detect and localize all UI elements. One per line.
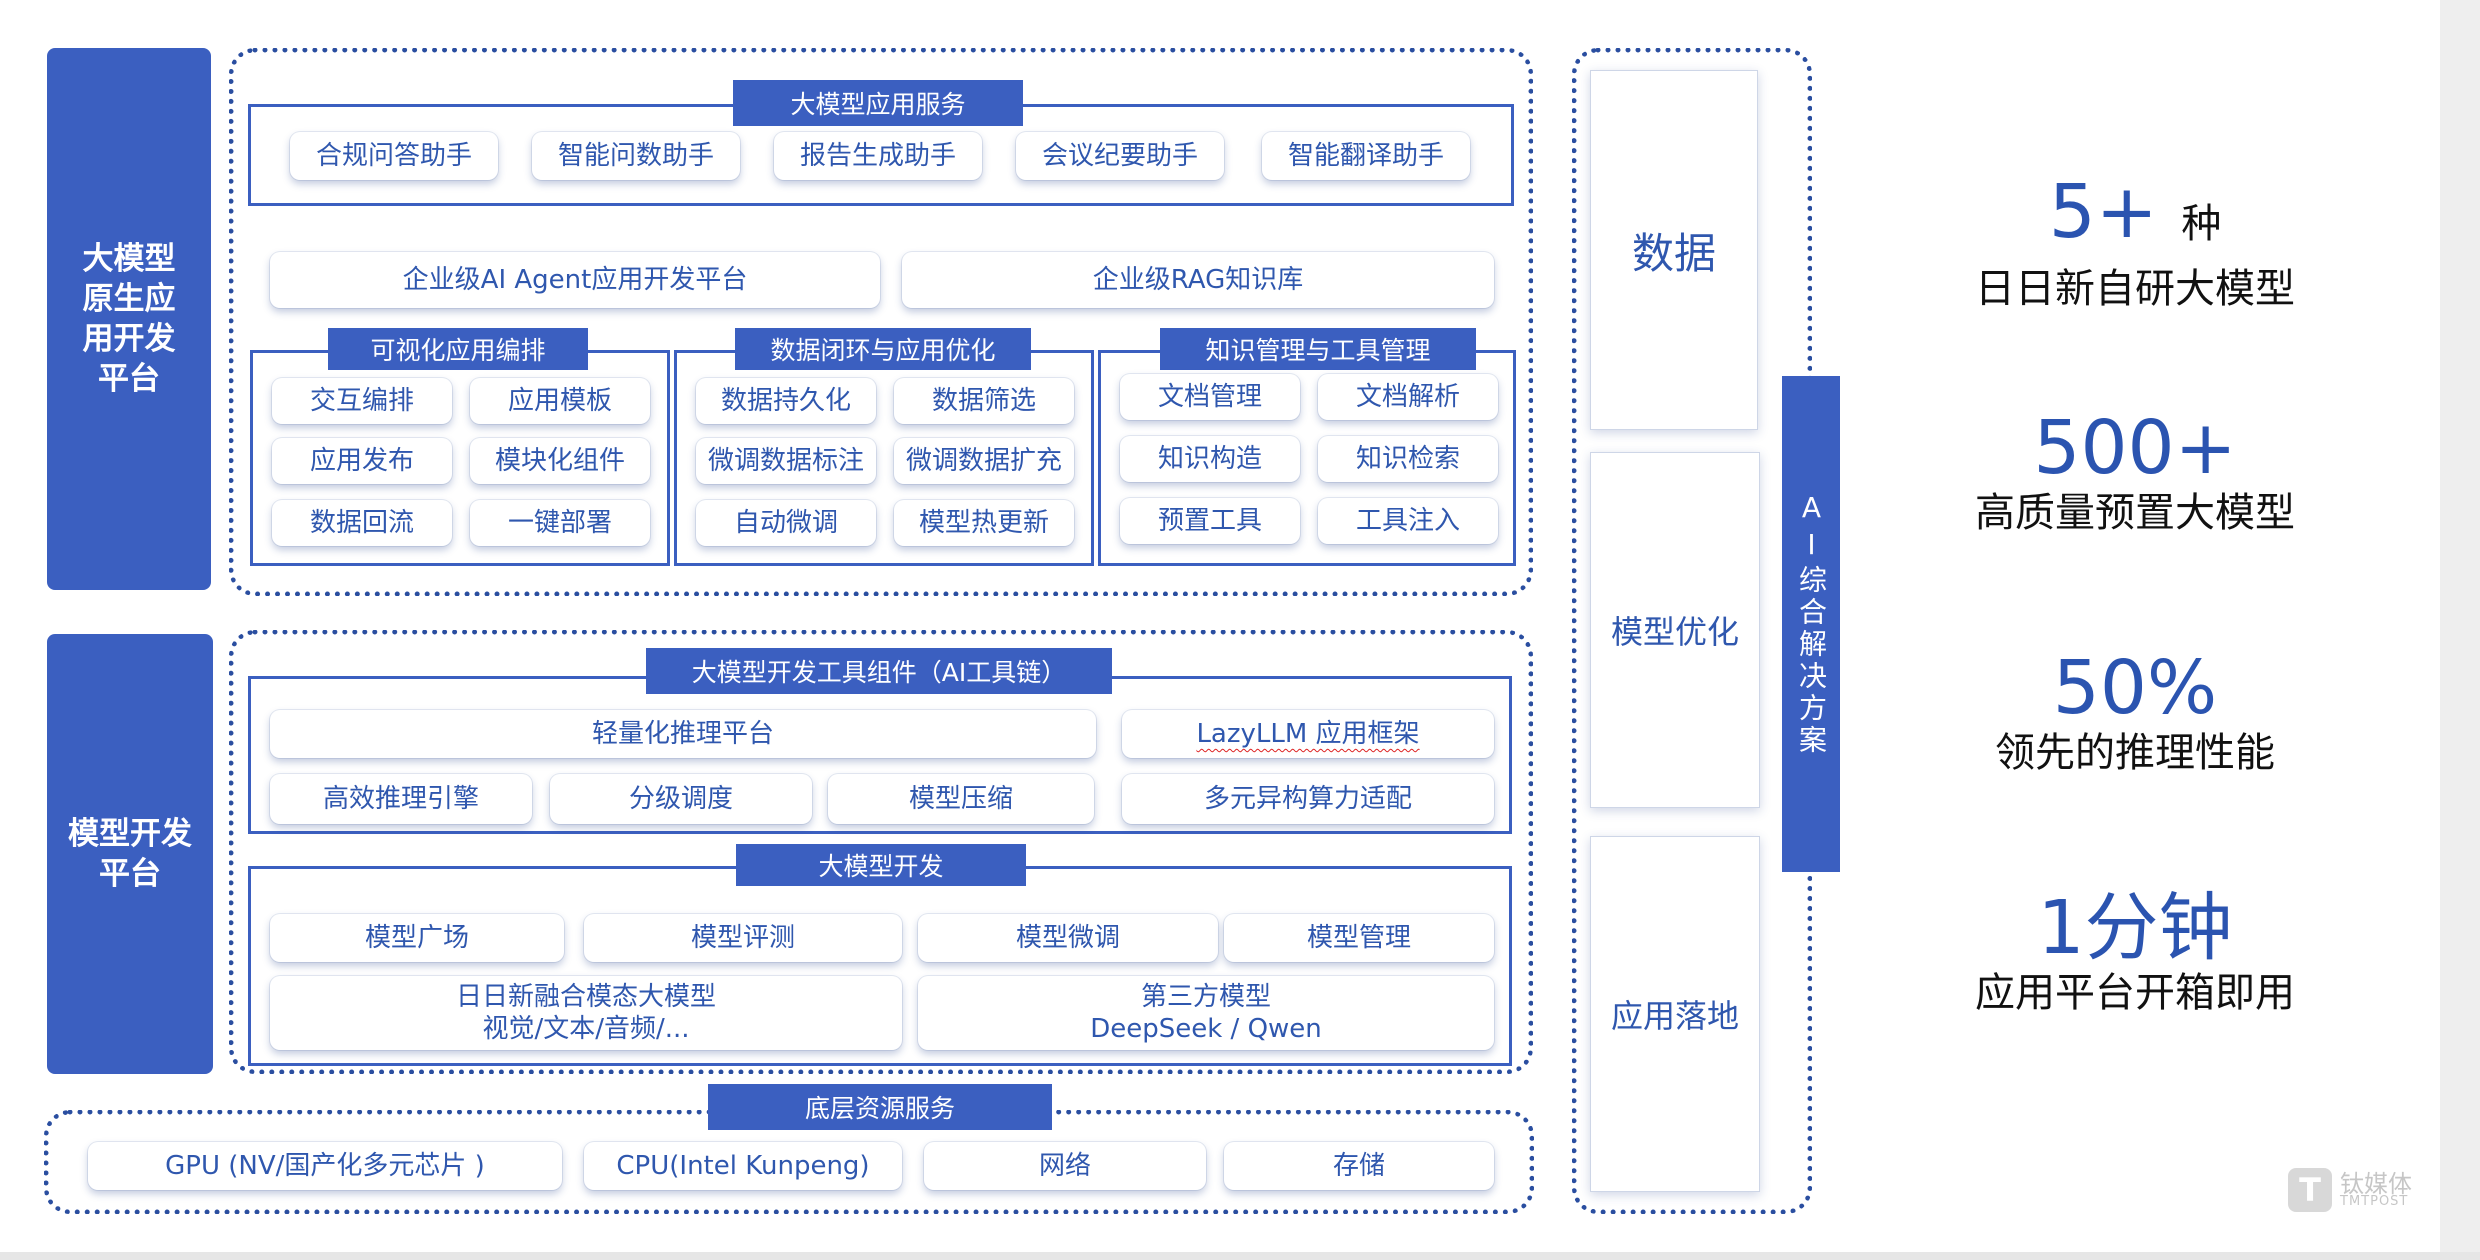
toolchain-item[interactable]: 多元异构算力适配 — [1122, 774, 1494, 824]
app-platform-region — [229, 48, 1533, 596]
stat-2: 500+ 高质量预置大模型 — [1900, 408, 2370, 538]
toolchain-item[interactable]: 高效推理引擎 — [270, 774, 532, 824]
stat-4: 1分钟 应用平台开箱即用 — [1900, 888, 2370, 1018]
data-card[interactable]: 数据 — [1590, 70, 1758, 430]
infra-item[interactable]: 存储 — [1224, 1142, 1494, 1190]
toolchain-item[interactable]: 模型压缩 — [828, 774, 1094, 824]
group-item[interactable]: 模型热更新 — [894, 500, 1074, 546]
model-dev-region — [229, 630, 1533, 1074]
group-item[interactable]: 工具注入 — [1318, 498, 1498, 544]
stat-2-value: 500+ — [2033, 405, 2237, 491]
watermark-logo-icon: T — [2288, 1168, 2332, 1212]
group-title-knowledge: 知识管理与工具管理 — [1160, 328, 1476, 370]
model-dev-title: 大模型开发 — [736, 844, 1026, 886]
group-title-visual: 可视化应用编排 — [328, 328, 588, 370]
stat-2-label: 高质量预置大模型 — [1975, 490, 2295, 536]
group-item[interactable]: 模块化组件 — [470, 438, 650, 484]
watermark-name: 钛媒体 — [2340, 1170, 2412, 1198]
toolchain-item[interactable]: LazyLLM 应用框架 — [1122, 710, 1494, 758]
stat-1-unit: 种 — [2181, 201, 2222, 247]
sensenova-model[interactable]: 日日新融合模态大模型 视觉/文本/音频/... — [270, 976, 902, 1050]
toolchain-item[interactable]: 分级调度 — [550, 774, 812, 824]
group-item[interactable]: 文档解析 — [1318, 374, 1498, 420]
infra-item[interactable]: 网络 — [924, 1142, 1206, 1190]
infra-item[interactable]: CPU(Intel Kunpeng) — [584, 1142, 902, 1190]
watermark-sub: TMTPOST — [2340, 1194, 2409, 1209]
app-service-item[interactable]: 智能翻译助手 — [1262, 132, 1470, 180]
group-item[interactable]: 预置工具 — [1120, 498, 1300, 544]
model-dev-platform-label: 模型开发平台 — [47, 634, 213, 1074]
toolchain-item[interactable]: 轻量化推理平台 — [270, 710, 1096, 758]
infra-item[interactable]: GPU (NV/国产化多元芯片 ) — [88, 1142, 562, 1190]
group-item[interactable]: 数据持久化 — [696, 378, 876, 424]
app-service-item[interactable]: 报告生成助手 — [774, 132, 982, 180]
page-edge — [2440, 0, 2480, 1260]
agent-platform[interactable]: 企业级AI Agent应用开发平台 — [270, 252, 880, 308]
page-bottom-edge — [0, 1252, 2480, 1260]
stat-1-label: 日日新自研大模型 — [1975, 266, 2295, 312]
native-app-platform-label: 大模型原生应用开发平台 — [47, 48, 211, 590]
group-item[interactable]: 微调数据标注 — [696, 438, 876, 484]
group-item[interactable]: 自动微调 — [696, 500, 876, 546]
stat-1: 5+ 种 日日新自研大模型 — [1900, 172, 2370, 314]
model-dev-item[interactable]: 模型评测 — [584, 914, 902, 962]
app-service-item[interactable]: 合规问答助手 — [290, 132, 498, 180]
infra-title: 底层资源服务 — [708, 1084, 1052, 1130]
ai-solution-label: AI综合解决方案 — [1782, 376, 1840, 872]
app-services-title: 大模型应用服务 — [733, 80, 1023, 126]
group-item[interactable]: 数据筛选 — [894, 378, 1074, 424]
sensenova-model-title: 日日新融合模态大模型 — [455, 982, 716, 1012]
third-party-model[interactable]: 第三方模型 DeepSeek / Qwen — [918, 976, 1494, 1050]
app-service-item[interactable]: 智能问数助手 — [532, 132, 740, 180]
stat-3: 50% 领先的推理性能 — [1900, 648, 2370, 778]
model-dev-item[interactable]: 模型广场 — [270, 914, 564, 962]
stat-4-label: 应用平台开箱即用 — [1975, 970, 2295, 1016]
stat-1-value: 5+ 种 — [2048, 169, 2222, 255]
stat-3-value: 50% — [2052, 645, 2218, 731]
app-landing-card[interactable]: 应用落地 — [1590, 836, 1760, 1192]
model-dev-item[interactable]: 模型微调 — [918, 914, 1218, 962]
watermark: T 钛媒体 TMTPOST — [2288, 1164, 2428, 1216]
group-item[interactable]: 知识检索 — [1318, 436, 1498, 482]
model-dev-item[interactable]: 模型管理 — [1224, 914, 1494, 962]
group-item[interactable]: 文档管理 — [1120, 374, 1300, 420]
group-item[interactable]: 应用模板 — [470, 378, 650, 424]
third-party-model-title: 第三方模型 — [1140, 982, 1271, 1012]
app-service-item[interactable]: 会议纪要助手 — [1016, 132, 1224, 180]
stat-3-label: 领先的推理性能 — [1995, 730, 2275, 776]
model-optimize-card[interactable]: 模型优化 — [1590, 452, 1760, 808]
group-item[interactable]: 数据回流 — [272, 500, 452, 546]
third-party-model-sub: DeepSeek / Qwen — [1090, 1014, 1322, 1044]
group-item[interactable]: 知识构造 — [1120, 436, 1300, 482]
lazyllm-label: LazyLLM 应用框架 — [1196, 719, 1420, 749]
group-item[interactable]: 交互编排 — [272, 378, 452, 424]
toolchain-title: 大模型开发工具组件（AI工具链） — [646, 648, 1112, 694]
stat-4-value: 1分钟 — [2037, 885, 2233, 971]
group-item[interactable]: 微调数据扩充 — [894, 438, 1074, 484]
group-title-data: 数据闭环与应用优化 — [735, 328, 1031, 370]
sensenova-model-sub: 视觉/文本/音频/... — [482, 1014, 690, 1044]
group-item[interactable]: 一键部署 — [470, 500, 650, 546]
group-item[interactable]: 应用发布 — [272, 438, 452, 484]
rag-knowledge-base[interactable]: 企业级RAG知识库 — [902, 252, 1494, 308]
